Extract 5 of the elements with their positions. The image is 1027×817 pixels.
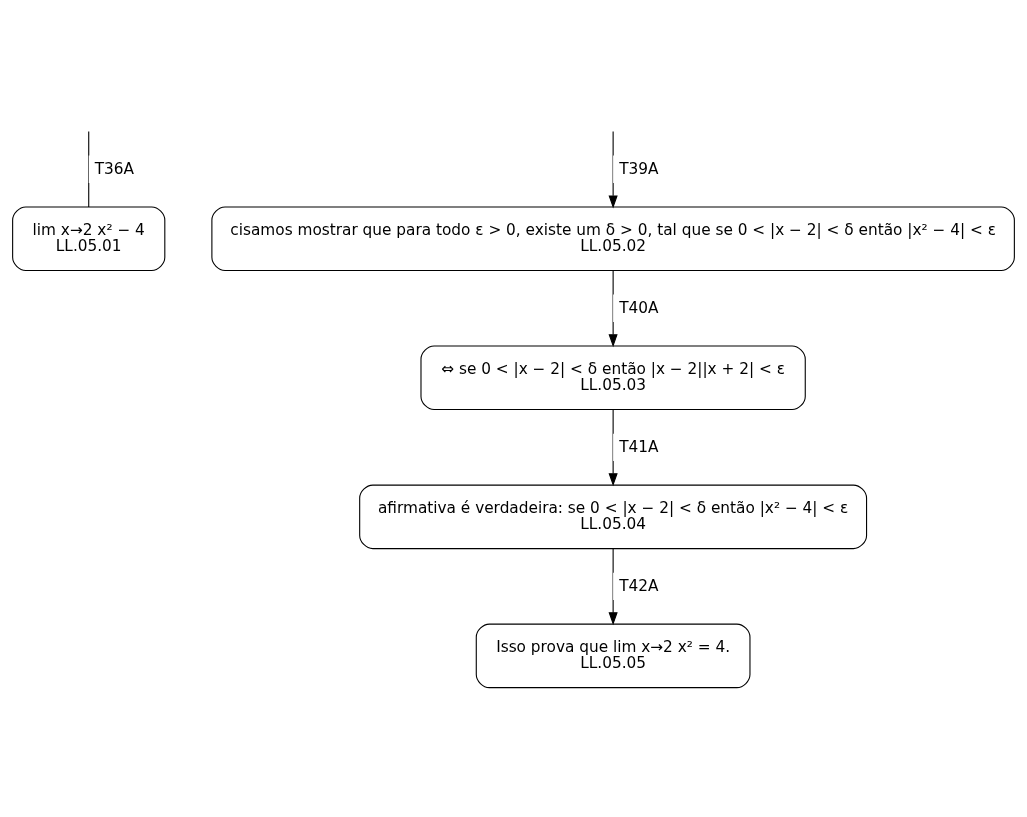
edge-label: T40A xyxy=(619,298,659,317)
edge-label: T39A xyxy=(619,159,659,178)
edge-label: T41A xyxy=(619,437,659,456)
edge-label: T42A xyxy=(619,576,659,595)
edge-label: T36A xyxy=(94,159,135,178)
